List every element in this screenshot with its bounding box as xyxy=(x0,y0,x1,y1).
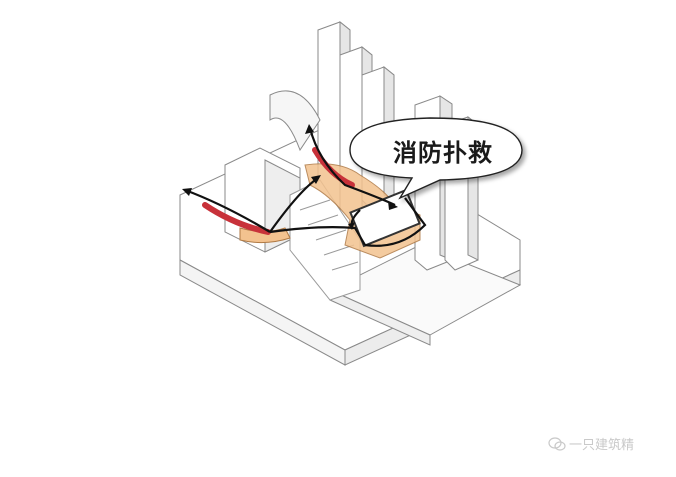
arrowheads xyxy=(182,124,398,230)
rescue-area xyxy=(239,163,421,259)
watermark: 一只建筑精 xyxy=(548,434,634,453)
callout-bubble xyxy=(349,117,523,200)
wechat-icon xyxy=(548,436,566,451)
watermark-text: 一只建筑精 xyxy=(569,438,635,453)
callout-label: 消防扑救 xyxy=(393,139,493,167)
